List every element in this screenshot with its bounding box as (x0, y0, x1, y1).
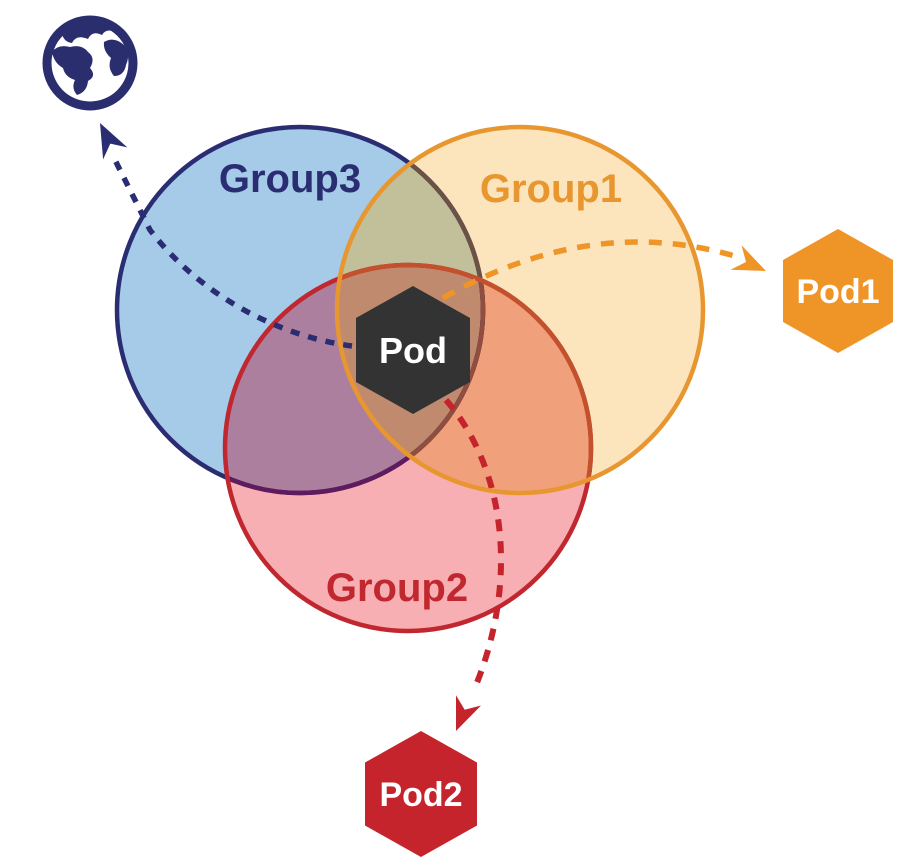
arrowhead-pod-to-pod1 (730, 245, 766, 271)
pod-hexagon (356, 286, 470, 414)
globe-land-americas (52, 46, 94, 95)
pod1-label: Pod1 (796, 273, 879, 311)
pod-label: Pod (379, 330, 447, 371)
arrow-pod-to-pod2 (443, 398, 504, 692)
arrowhead-pod-to-pod2 (456, 695, 481, 731)
group3-label: Group3 (219, 157, 361, 201)
group2-outline-in-group1 (337, 262, 594, 493)
globe-land-africa (103, 39, 129, 76)
overlap-all-groups (337, 265, 483, 493)
group3-outline-in-both (337, 265, 486, 493)
group2-label: Group2 (326, 566, 468, 610)
globe-icon (42, 15, 138, 111)
globe-land-north (62, 20, 116, 43)
pod2-hexagon (365, 731, 477, 857)
arrow-pod-to-internet (111, 156, 353, 349)
group1-label: Group1 (480, 167, 622, 211)
group1-circle-outline (334, 124, 706, 496)
arrow-pod-to-pod1 (441, 239, 739, 301)
arrowhead-pod-to-internet (100, 123, 128, 160)
pod2-label: Pod2 (379, 776, 462, 814)
pod1-hexagon (783, 229, 893, 353)
